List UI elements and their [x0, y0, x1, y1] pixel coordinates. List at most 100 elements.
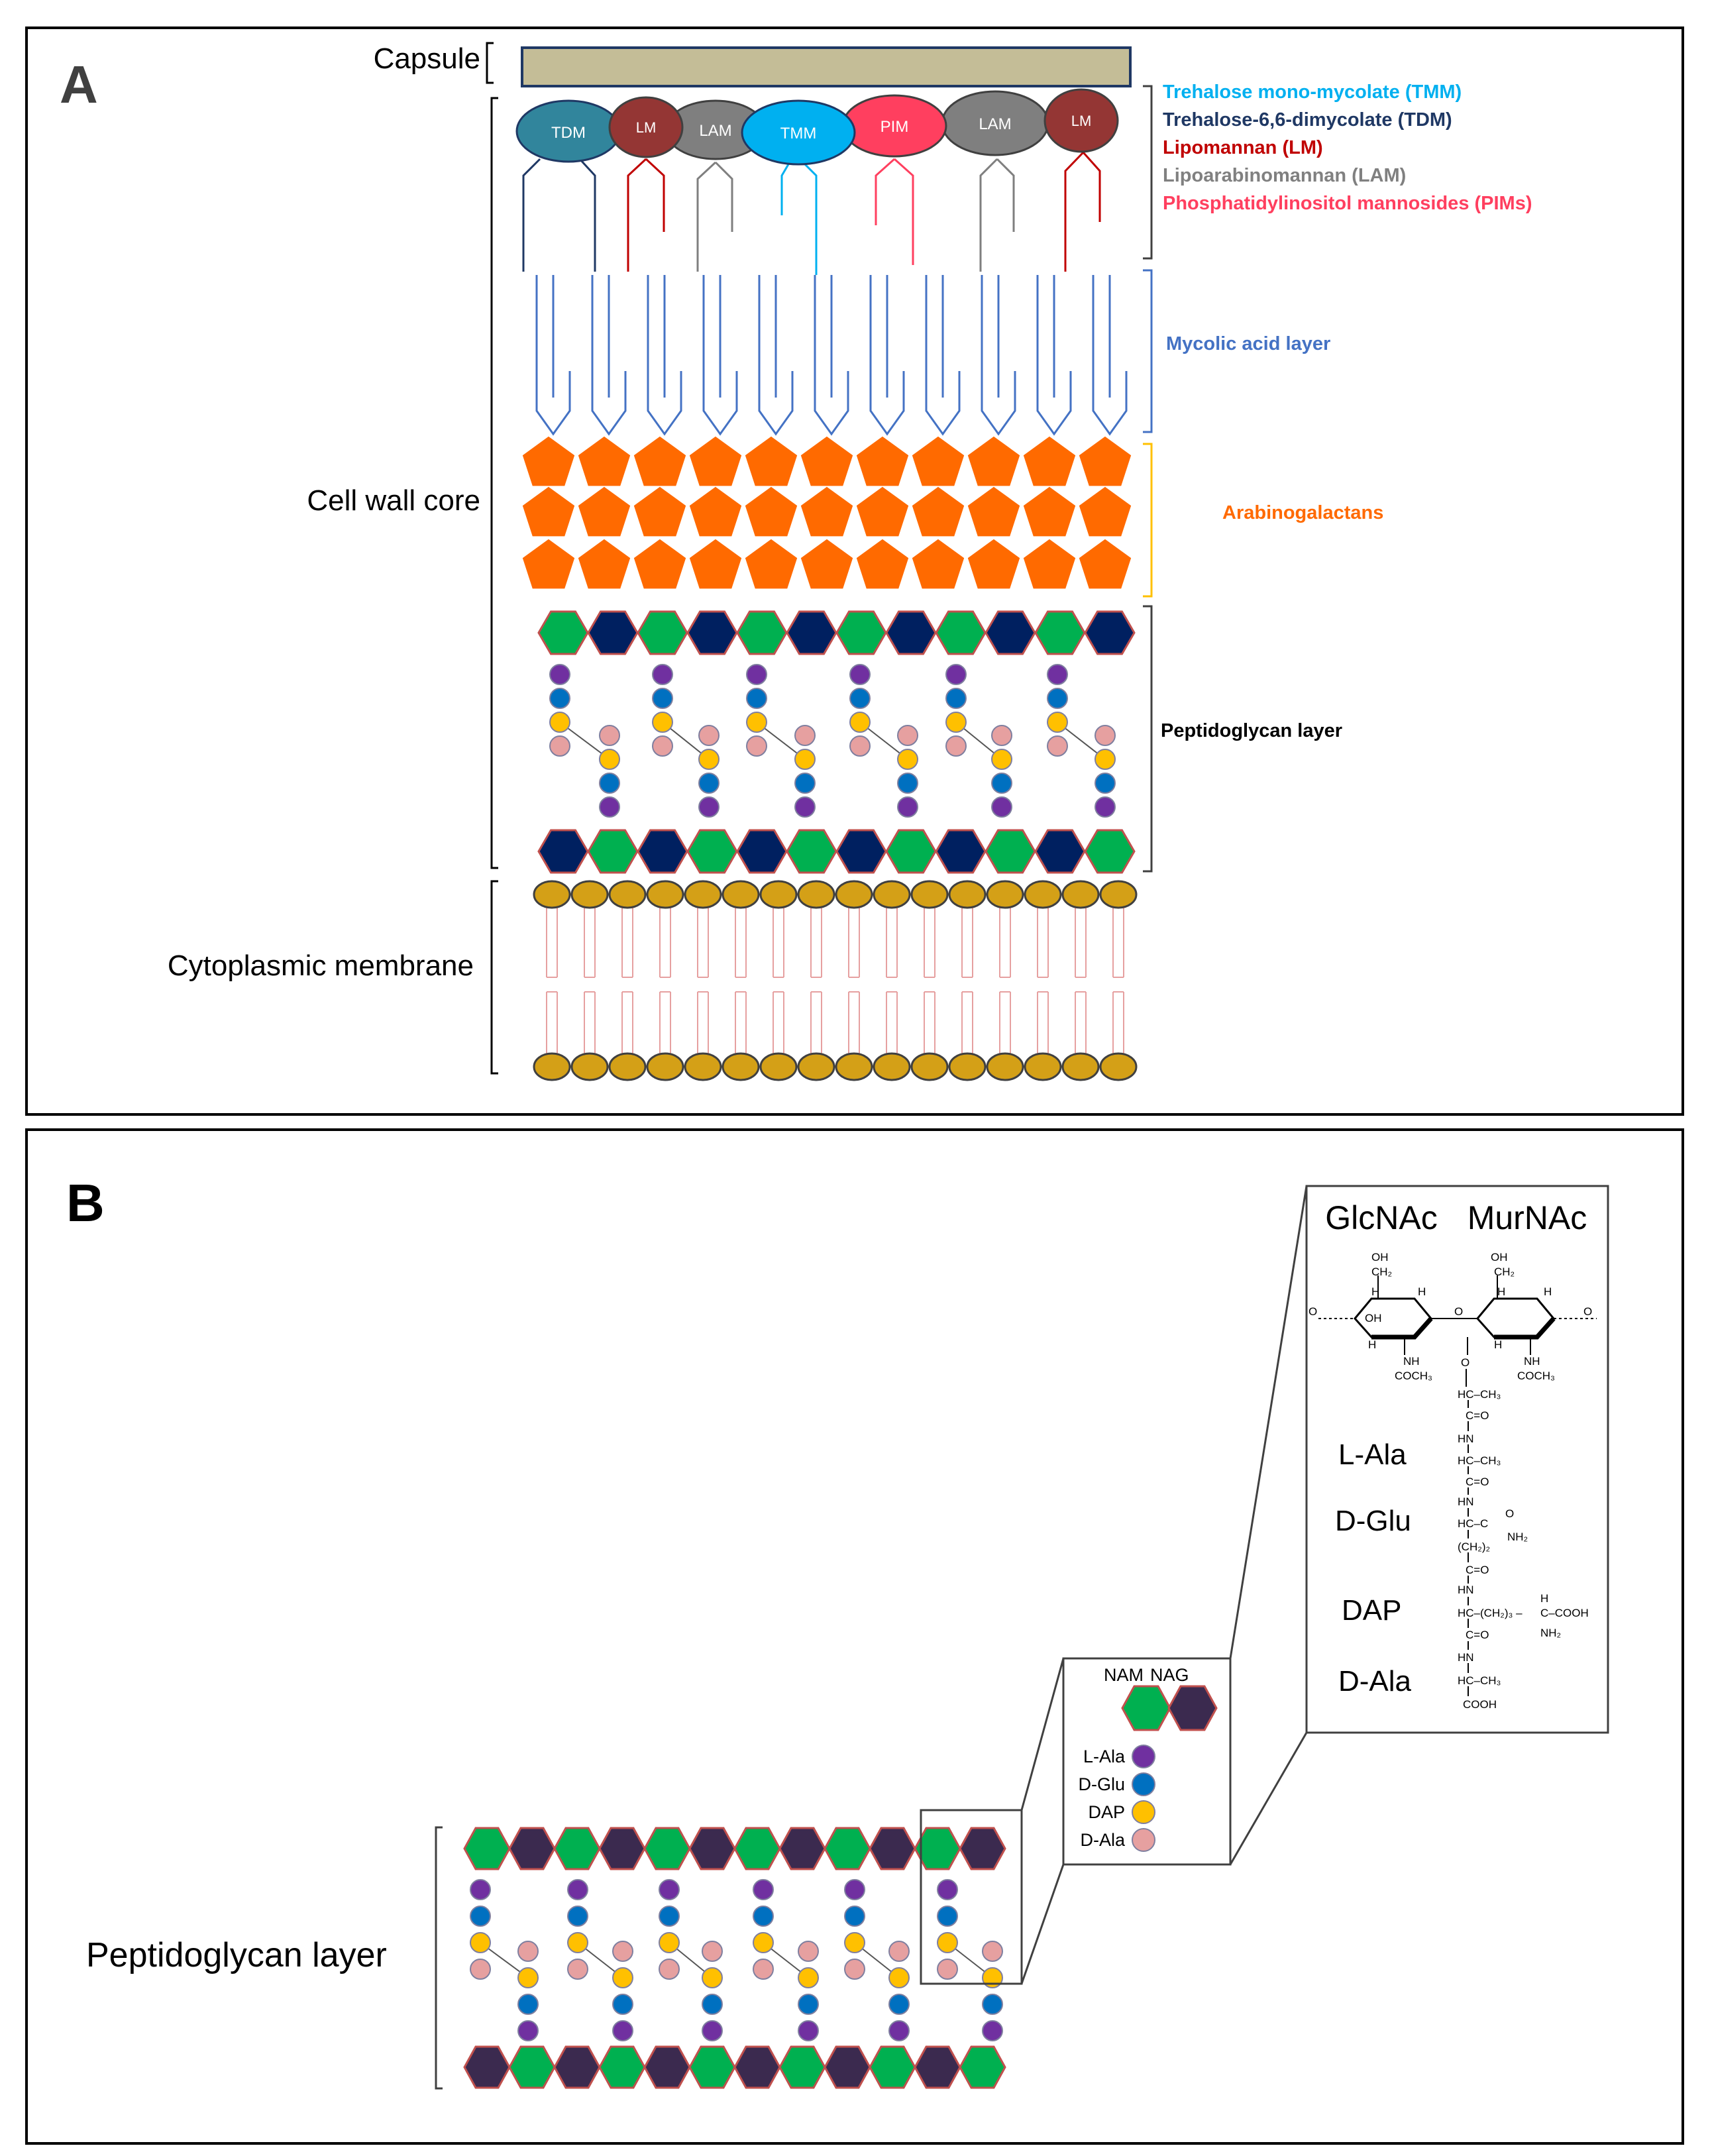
mycolic-acid-chain [869, 275, 905, 436]
phospholipid-head [873, 1052, 911, 1081]
phospholipid-head [646, 1052, 684, 1081]
nag-hexagon [786, 610, 837, 655]
chem-hc-ch3: HC–CH₃ [1458, 1674, 1501, 1687]
nag-hexagon [736, 829, 788, 874]
lipid-tail [735, 904, 747, 1057]
arabinogalactan-unit [578, 539, 631, 589]
chem-hn: HN [1458, 1432, 1474, 1445]
mycolic-acid-chain [535, 275, 571, 436]
structure-box [1305, 1185, 1609, 1734]
peptide-residue [702, 1994, 723, 2015]
arabinogalactan-unit [912, 486, 965, 537]
nag-hexagon [835, 829, 887, 874]
chem-hn: HN [1458, 1584, 1474, 1596]
peptide-residue [794, 773, 816, 794]
arabinogalactan-unit [578, 436, 631, 486]
arabinogalactan-unit [745, 539, 798, 589]
peptide-residue [798, 1941, 819, 1962]
nag-hexagon [778, 1827, 826, 1870]
legend-tmm: Trehalose mono-mycolate (TMM) [1163, 81, 1462, 103]
chem-nh: NH [1524, 1355, 1540, 1368]
nag-hexagon [935, 829, 987, 874]
chem-h: H [1497, 1285, 1505, 1298]
mycolic-acid-chain [647, 275, 682, 436]
peptide-residue [549, 664, 570, 685]
phospholipid-head [1024, 880, 1062, 909]
arabinogalactan-unit [856, 436, 909, 486]
peptide-residue [1047, 712, 1068, 733]
phospholipid-head [1061, 880, 1100, 909]
phospholipid-head [797, 1052, 835, 1081]
peptide-residue [698, 749, 720, 770]
nag-hexagon [686, 610, 738, 655]
chem-oh: OH [1491, 1251, 1508, 1264]
key-label-d-glu: D-Glu [1078, 1774, 1125, 1794]
peptide-residue [1095, 725, 1116, 746]
connector-line [1229, 1732, 1308, 1865]
glycolipid-tmm: TMM [741, 99, 856, 166]
phospholipid-head [759, 880, 798, 909]
peptide-residue [599, 725, 620, 746]
chem-hc-ch2-3: HC–(CH₂)₃ – [1458, 1607, 1523, 1619]
cytoplasmic-membrane-label: Cytoplasmic membrane [168, 949, 474, 982]
phospholipid-head [1099, 1052, 1138, 1081]
nag-hexagon [537, 829, 589, 874]
arabinogalactan-unit [1079, 486, 1132, 537]
chem-o: O [1454, 1305, 1463, 1318]
chem-c-eq-o: C=O [1466, 1564, 1489, 1576]
structure-d-glu: D-Glu [1335, 1505, 1411, 1537]
peptide-residue [897, 725, 918, 746]
peptide-residue [849, 664, 871, 685]
key-label-d-ala: D-Ala [1080, 1830, 1125, 1850]
lipid-tail [1075, 904, 1087, 1057]
nam-hexagon [643, 1827, 691, 1870]
arabinogalactan-layer [522, 436, 1132, 589]
phospholipid-head [1024, 1052, 1062, 1081]
mycolic-label: Mycolic acid layer [1166, 333, 1330, 354]
phospholipid-head [910, 1052, 949, 1081]
peptide-residue [982, 1994, 1003, 2015]
lipid-tail [584, 904, 596, 1057]
nam-hexagon [553, 1827, 601, 1870]
peptide-residue [612, 1941, 633, 1962]
lipid-tail [1112, 904, 1124, 1057]
key-label-dap: DAP [1088, 1802, 1125, 1822]
nag-hexagon [733, 2045, 781, 2089]
peptide-residue [753, 1906, 774, 1927]
peptidoglycan-layer-b [463, 1827, 1006, 2089]
peptide-residue [888, 1967, 910, 1988]
peptide-residue [746, 735, 767, 757]
arabinogalactan-unit [745, 436, 798, 486]
peptide-residue [470, 1879, 491, 1900]
peptide-residue [599, 749, 620, 770]
lipid-tail [659, 904, 671, 1057]
phospholipid-head [570, 1052, 609, 1081]
peptide-residue [517, 1994, 539, 2015]
peptide-residue [1047, 664, 1068, 685]
peptide-residue [945, 688, 967, 709]
panel-a-letter: A [60, 55, 98, 114]
nam-hexagon [824, 1827, 871, 1870]
lipid-tail [621, 904, 633, 1057]
lipid-tail [924, 904, 935, 1057]
peptide-residue [991, 773, 1012, 794]
lm-label: LM [636, 119, 657, 136]
arabino-bracket [1143, 443, 1153, 598]
chem-c-cooh: C–COOH [1540, 1607, 1589, 1619]
sugar-annotations: OH CH₂ OH CH₂ OH H H H H H H O O O NH CO… [1309, 1251, 1592, 1382]
peptide-residue [897, 773, 918, 794]
peptide-residue [937, 1959, 958, 1980]
structure-l-ala: L-Ala [1338, 1438, 1407, 1471]
peptide-residue [982, 2020, 1003, 2041]
phospholipid-head [835, 880, 873, 909]
peptide-residue [567, 1906, 588, 1927]
peptide-residue [659, 1959, 680, 1980]
peptide-residue [888, 2020, 910, 2041]
key-dot-d-glu [1132, 1772, 1155, 1796]
legend-lam: Lipoarabinomannan (LAM) [1163, 165, 1406, 186]
arabinogalactan-unit [1023, 436, 1076, 486]
legend-lm: Lipomannan (LM) [1163, 137, 1323, 158]
mycolic-acid-chain [758, 275, 794, 436]
arabinogalactan-unit [967, 539, 1020, 589]
